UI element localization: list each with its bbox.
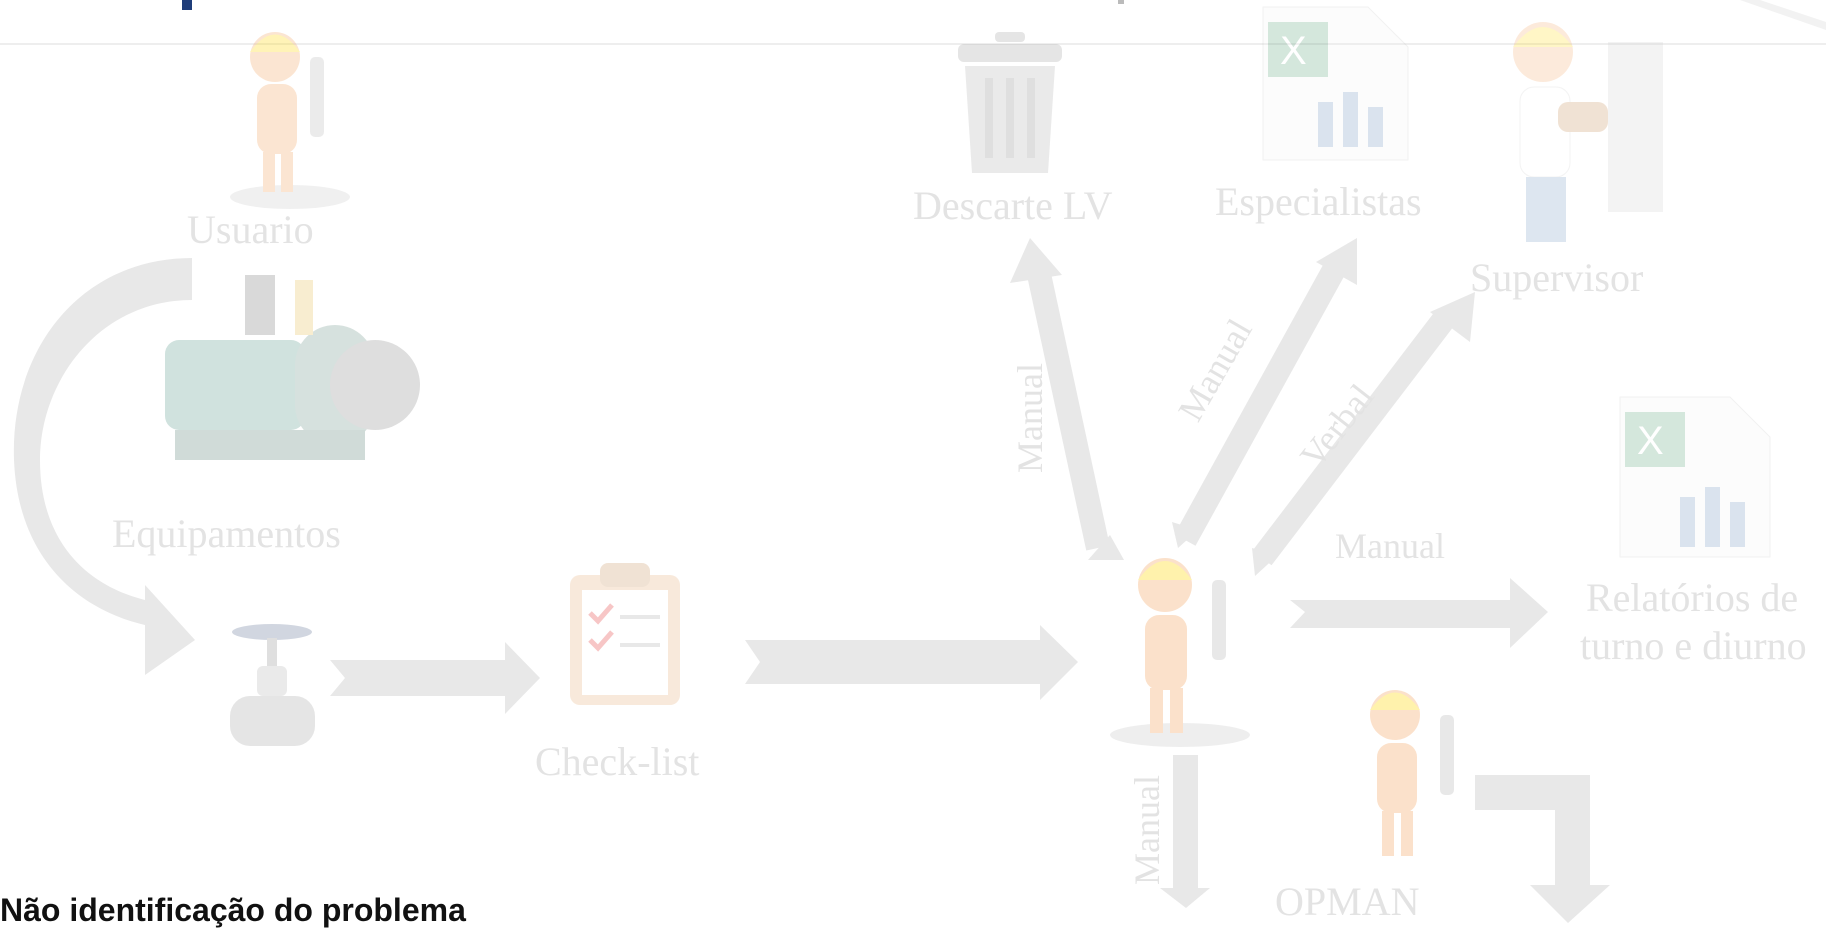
- clipboard-icon: [570, 563, 680, 705]
- header-decoration: [0, 0, 1826, 45]
- node-label-descarte-lv: Descarte LV: [913, 183, 1113, 228]
- arrow-to-supervisor: [1252, 310, 1455, 566]
- valve-icon: [230, 624, 315, 746]
- edge-label-to-descarte: Manual: [1009, 363, 1050, 473]
- excel-file-icon: X: [1262, 6, 1409, 161]
- arrow-to-opman: [1160, 755, 1210, 908]
- arrow-valve-to-checklist: [330, 642, 540, 714]
- arrow-to-descarte: [1025, 262, 1110, 551]
- node-label-relatorios-line1: Relatórios de: [1586, 575, 1799, 620]
- node-label-relatorios-line2: turno e diurno: [1580, 623, 1807, 668]
- supervisor-icon: [1513, 22, 1663, 242]
- trash-can-icon: [958, 32, 1062, 173]
- node-label-check-list: Check-list: [535, 739, 700, 784]
- node-label-usuario: Usuario: [187, 207, 314, 252]
- worker-icon: [230, 32, 350, 209]
- arrow-elbow: [1475, 775, 1610, 923]
- machine-icon: [165, 275, 420, 460]
- title-fragment: [182, 0, 192, 10]
- arrow-to-relatorios: [1290, 578, 1548, 648]
- arrow-to-especialistas: [1174, 262, 1346, 546]
- edge-label-to-relatorios: Manual: [1335, 526, 1445, 566]
- excel-file-icon: X: [1619, 396, 1771, 558]
- worker-icon: [1370, 690, 1454, 856]
- arrow-checklist-to-operator: [745, 625, 1078, 700]
- svg-text:X: X: [1280, 29, 1307, 73]
- node-label-supervisor: Supervisor: [1470, 255, 1644, 300]
- curved-arrow: [13, 258, 195, 675]
- node-label-especialistas: Especialistas: [1215, 179, 1422, 224]
- edge-label-to-opman: Manual: [1126, 775, 1167, 885]
- node-label-opman: OPMAN: [1275, 879, 1420, 924]
- svg-text:X: X: [1637, 419, 1664, 463]
- node-label-equipamentos: Equipamentos: [112, 511, 341, 556]
- footer-heading: Não identificação do problema: [0, 892, 466, 928]
- worker-icon: [1110, 558, 1250, 747]
